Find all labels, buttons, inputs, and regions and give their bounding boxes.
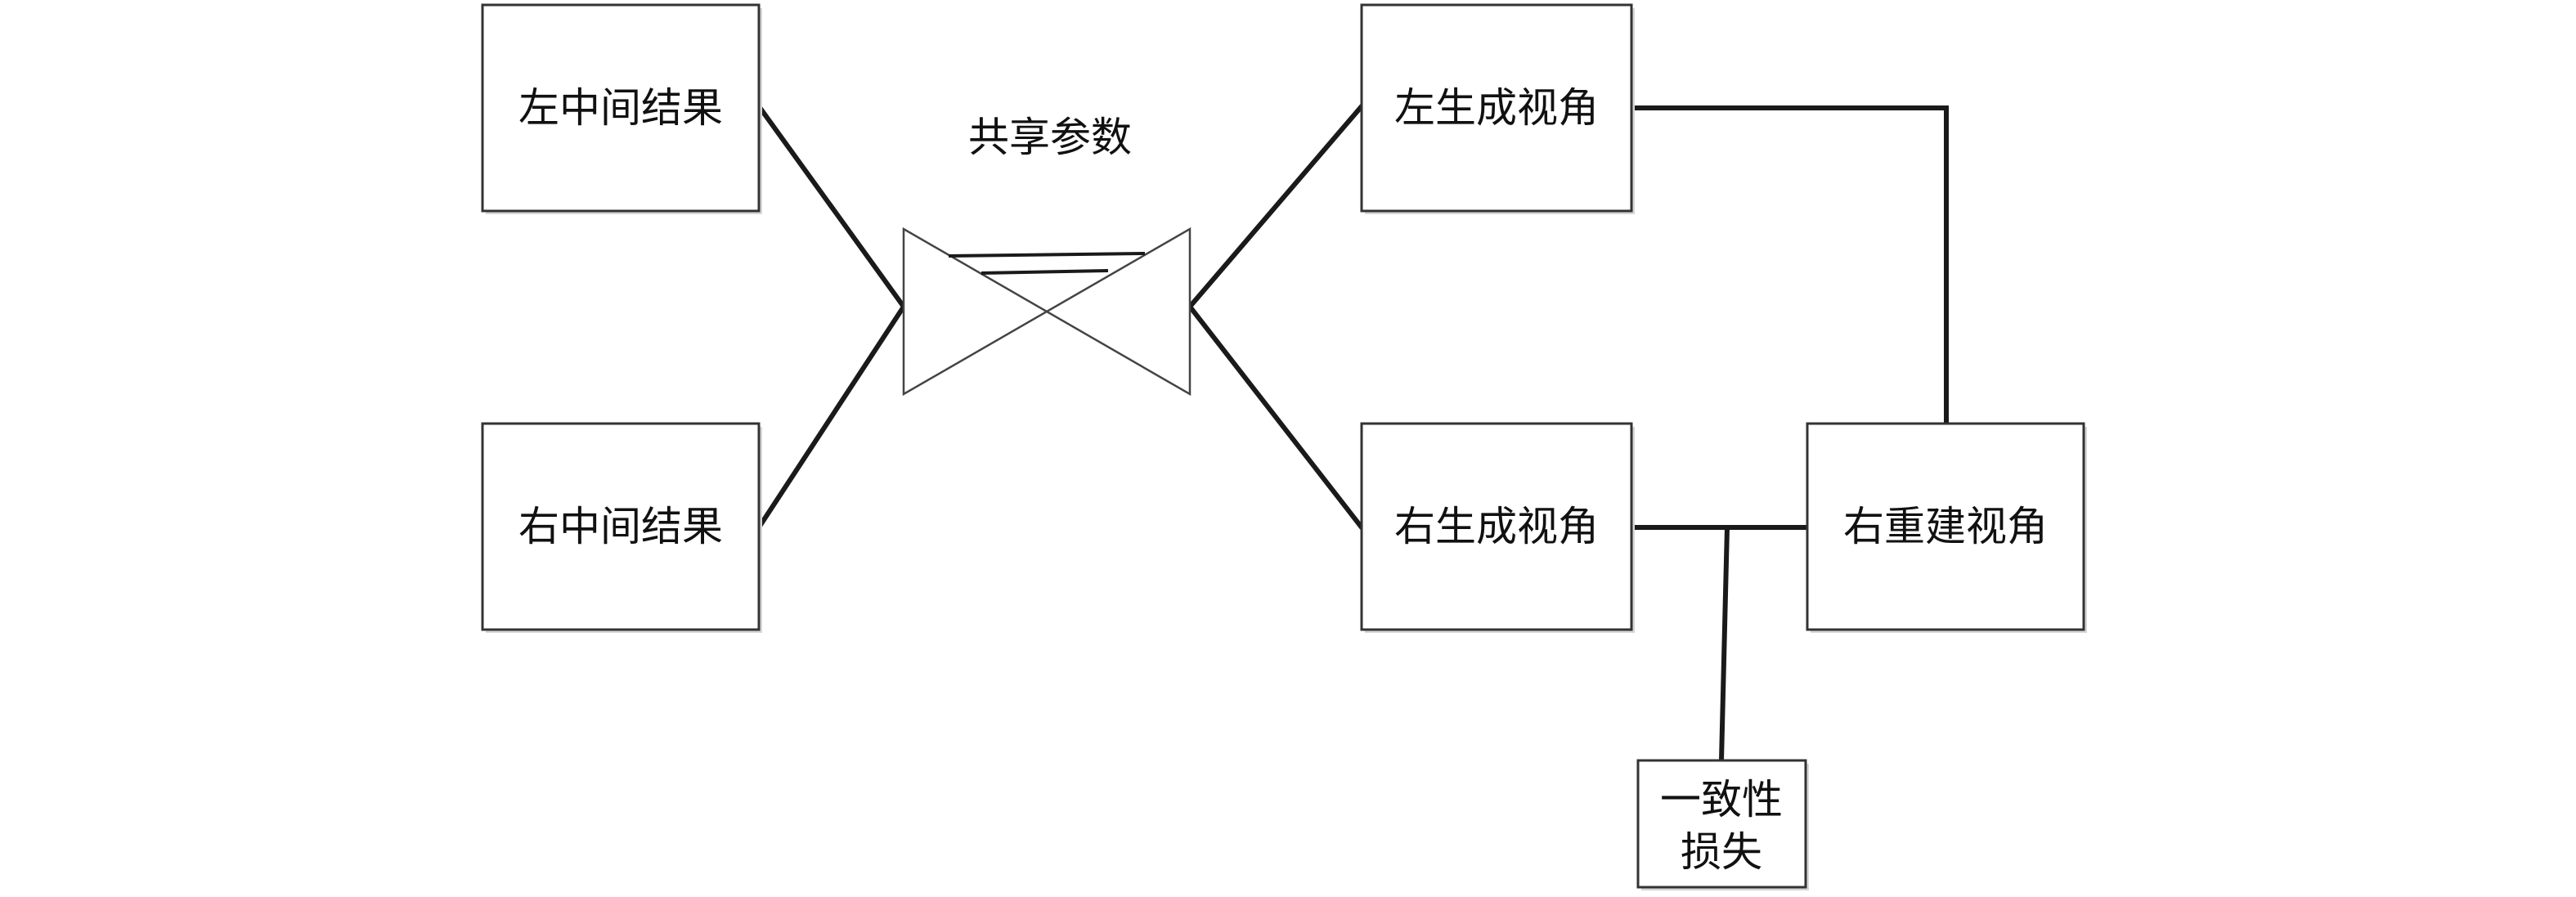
node-right-intermediate: 右中间结果 — [481, 422, 762, 633]
edge-junction-to-consistency-loss — [1719, 525, 1730, 763]
node-right-reconstructed: 右重建视角 — [1806, 422, 2087, 633]
edge-left-generated-to-right-reconstructed — [1629, 105, 1949, 426]
edge-shared-to-right-generated — [1187, 304, 1364, 530]
bowtie-double-bar-bottom — [981, 269, 1109, 275]
node-consistency-loss: 一致性 损失 — [1636, 759, 1809, 890]
shared-params-label: 共享参数 — [968, 114, 1132, 161]
shared-params-symbol — [902, 226, 1192, 397]
bowtie-double-bar-top — [948, 252, 1146, 258]
edge-left-intermediate-to-shared — [756, 104, 906, 309]
node-left-intermediate: 左中间结果 — [481, 3, 762, 214]
edge-shared-to-left-generated — [1187, 104, 1364, 309]
left-intermediate-label: 左中间结果 — [518, 84, 723, 132]
right-reconstructed-label: 右重建视角 — [1843, 503, 2048, 550]
node-right-generated: 右生成视角 — [1360, 422, 1635, 633]
edge-right-intermediate-to-shared — [756, 304, 906, 530]
bowtie-left-triangle — [902, 226, 1049, 397]
bowtie-right-triangle — [1044, 226, 1192, 397]
edges — [756, 104, 1949, 763]
consistency-loss-label-line2: 损失 — [1681, 828, 1762, 876]
right-generated-label: 右生成视角 — [1394, 503, 1599, 550]
right-intermediate-label: 右中间结果 — [518, 503, 723, 550]
node-left-generated: 左生成视角 — [1360, 3, 1635, 214]
consistency-loss-label-line1: 一致性 — [1660, 776, 1783, 823]
left-generated-label: 左生成视角 — [1394, 84, 1599, 132]
